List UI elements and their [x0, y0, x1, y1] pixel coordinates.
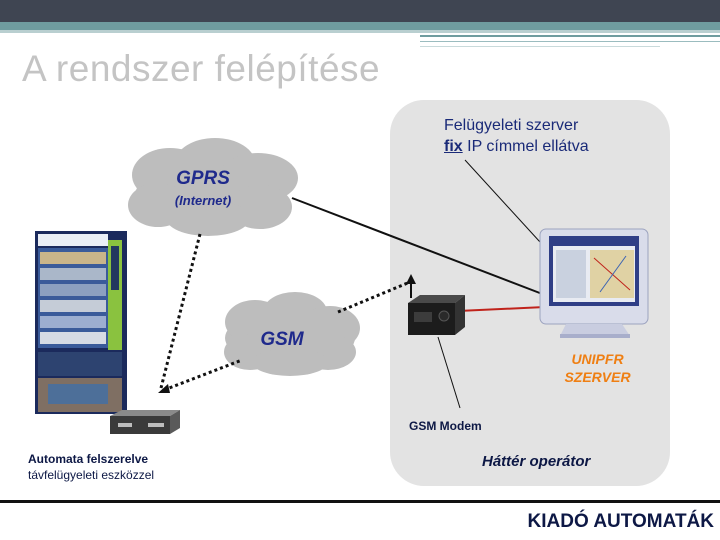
- gprs-vending-link: [159, 233, 202, 389]
- slide-title: A rendszer felépítése: [22, 48, 381, 89]
- modem-server-link: [457, 306, 546, 312]
- vending-label-line2: távfelügyeleti eszközzel: [28, 468, 155, 482]
- top-accent-stripe: [0, 22, 720, 30]
- server-note-line1: Felügyeleti szerver: [444, 117, 579, 134]
- vending-label-line1: Automata felszerelve: [28, 452, 149, 466]
- gsm-modem-label: GSM Modem: [409, 419, 482, 433]
- server-name-line2: SZERVER: [564, 369, 631, 385]
- gprs-server-link: [291, 197, 546, 296]
- gsm-modem-link: [337, 280, 411, 314]
- gsm-label: GSM: [260, 329, 304, 350]
- modem-up-arrowhead: [406, 274, 416, 284]
- gprs-sublabel: (Internet): [174, 193, 232, 208]
- vending-machine-image: [35, 231, 127, 414]
- footer-divider: [0, 500, 720, 503]
- server-note-rest: IP címmel ellátva: [462, 138, 589, 155]
- gprs-label: GPRS: [176, 168, 230, 189]
- remote-device-icon: [110, 410, 180, 434]
- gsm-modem-icon: [408, 295, 465, 335]
- server-monitor-icon: [539, 228, 649, 338]
- gsm-vending-arrowhead: [158, 384, 170, 393]
- top-accent-stripe-light: [0, 30, 720, 33]
- server-name-line1: UNIPFR: [571, 351, 624, 367]
- footer-brand: KIADÓ AUTOMATÁK: [527, 511, 714, 532]
- gsm-vending-link: [163, 358, 243, 392]
- operator-panel-label: Háttér operátor: [482, 453, 591, 470]
- gprs-cloud: [128, 138, 298, 236]
- server-note-line2: fix IP címmel ellátva: [444, 138, 589, 156]
- server-note-fix: fix: [444, 138, 463, 155]
- server-name: UNIPFR SZERVER: [555, 350, 640, 386]
- top-bar: [0, 0, 720, 22]
- modem-label-pointer: [437, 336, 461, 409]
- server-note-pointer: [464, 159, 541, 243]
- decorative-lines: [420, 35, 720, 47]
